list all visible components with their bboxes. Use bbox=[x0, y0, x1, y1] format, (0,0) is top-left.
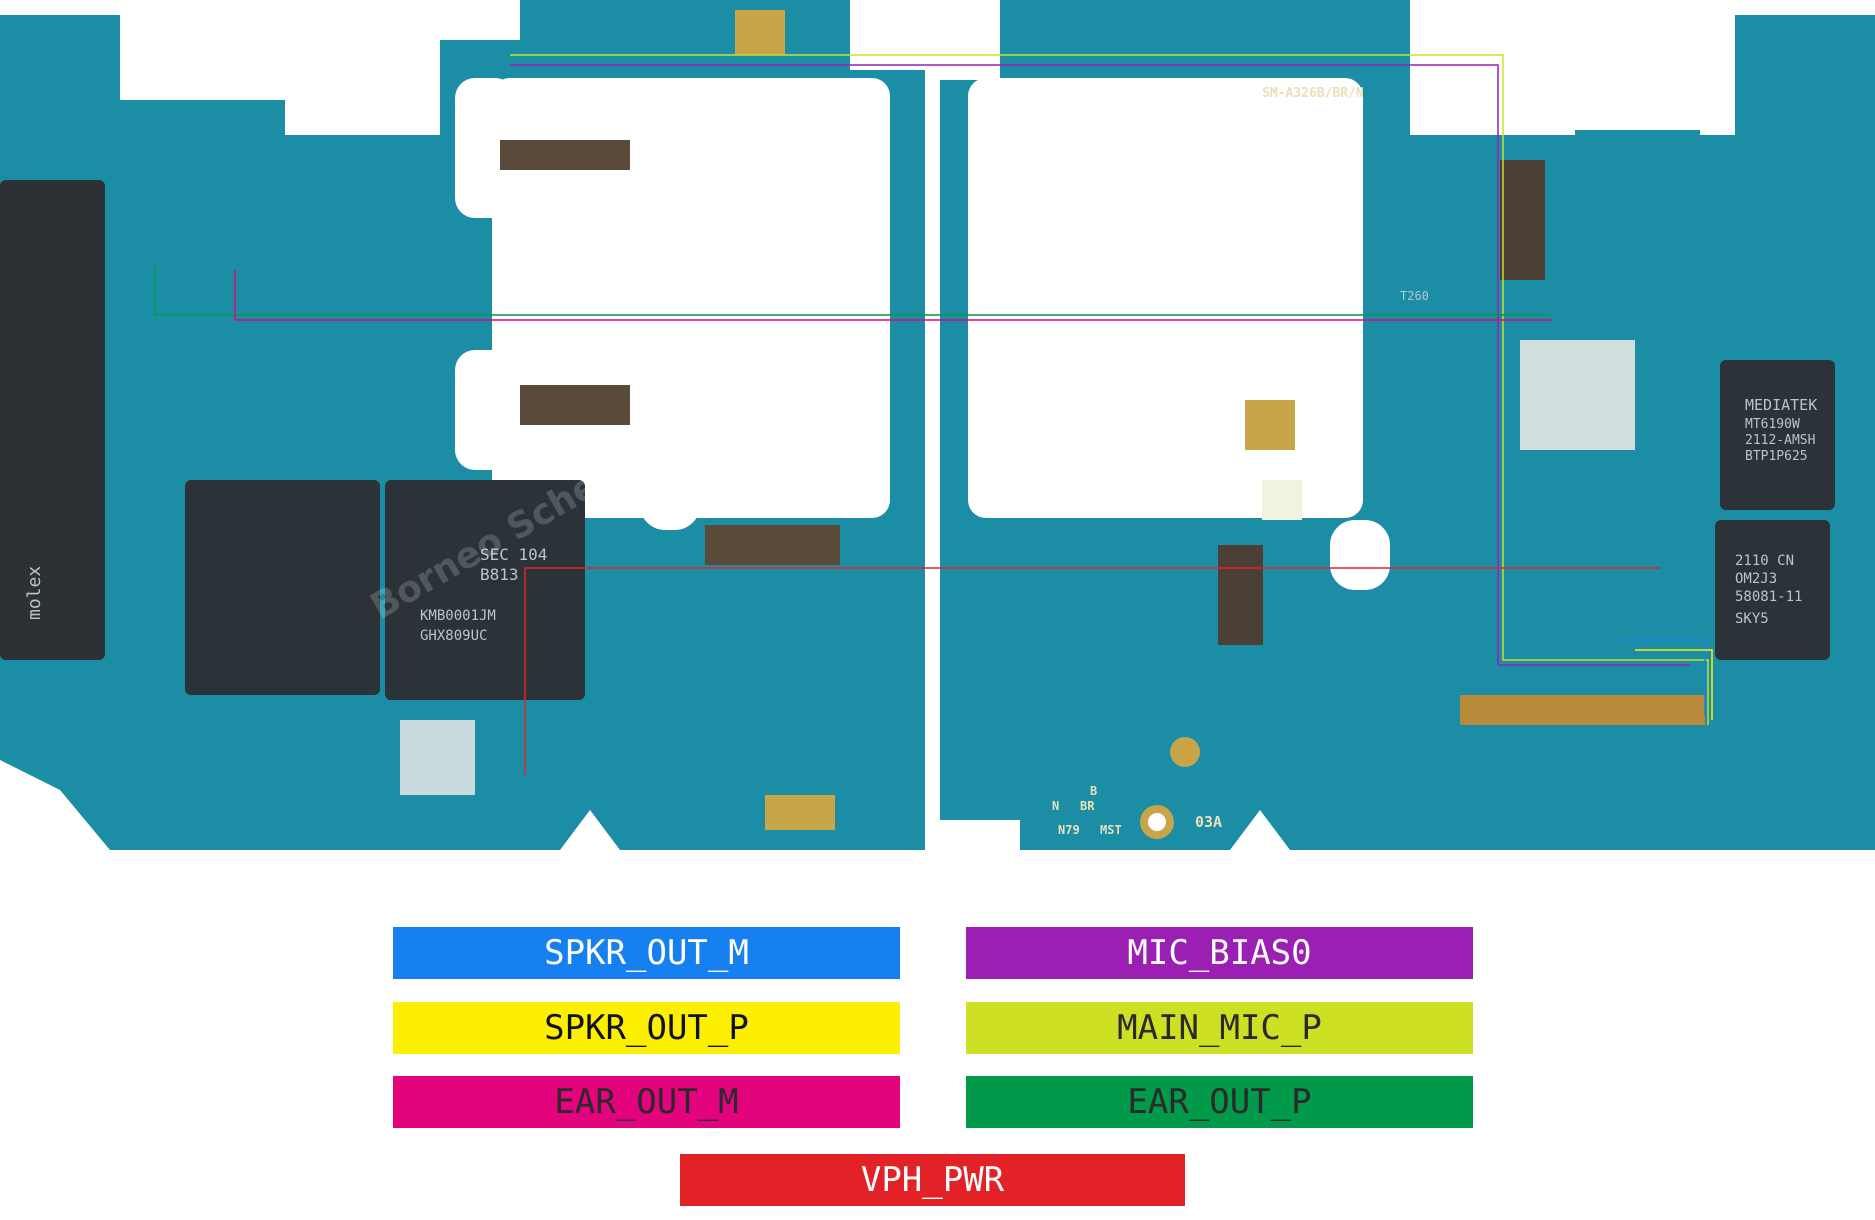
svg-text:OM2J3: OM2J3 bbox=[1735, 571, 1777, 587]
svg-text:MST: MST bbox=[1100, 823, 1122, 837]
svg-text:03A: 03A bbox=[1195, 813, 1222, 831]
svg-text:2110 CN: 2110 CN bbox=[1735, 553, 1794, 569]
signal-traces bbox=[154, 54, 1713, 775]
svg-text:SKY5: SKY5 bbox=[1735, 611, 1769, 627]
right-board-half bbox=[940, 0, 1875, 850]
svg-text:T260: T260 bbox=[1400, 289, 1429, 303]
svg-text:molex: molex bbox=[24, 566, 45, 620]
legend-mic-bias0: MIC_BIAS0 bbox=[966, 927, 1473, 979]
svg-text:58081-11: 58081-11 bbox=[1735, 589, 1802, 605]
svg-text:B813: B813 bbox=[480, 565, 519, 584]
svg-text:BTP1P625: BTP1P625 bbox=[1745, 449, 1808, 464]
svg-text:2112-AMSH: 2112-AMSH bbox=[1745, 433, 1815, 448]
legend-ear-out-m: EAR_OUT_M bbox=[393, 1076, 900, 1128]
legend-ear-out-p: EAR_OUT_P bbox=[966, 1076, 1473, 1128]
svg-text:GHX809UC: GHX809UC bbox=[420, 628, 487, 644]
left-board-half bbox=[0, 0, 925, 850]
svg-text:KMB0001JM: KMB0001JM bbox=[420, 608, 496, 624]
svg-text:MEDIATEK: MEDIATEK bbox=[1745, 396, 1817, 414]
svg-text:B: B bbox=[1090, 784, 1097, 798]
legend-main-mic-p: MAIN_MIC_P bbox=[966, 1002, 1473, 1054]
svg-text:N: N bbox=[1052, 799, 1059, 813]
legend-vph-pwr: VPH_PWR bbox=[680, 1154, 1185, 1206]
svg-text:N79: N79 bbox=[1058, 823, 1080, 837]
svg-text:BR: BR bbox=[1080, 799, 1095, 813]
legend-spkr-out-m: SPKR_OUT_M bbox=[393, 927, 900, 979]
model-marking: SM-A326B/BR/N bbox=[1262, 86, 1364, 101]
svg-text:SEC 104: SEC 104 bbox=[480, 545, 547, 564]
svg-text:MT6190W: MT6190W bbox=[1745, 417, 1800, 432]
pcb-board-diagram: SM-A326B/BR/N MEDIATEK MT6190W 2112-AMSH… bbox=[0, 0, 1875, 850]
legend-spkr-out-p: SPKR_OUT_P bbox=[393, 1002, 900, 1054]
